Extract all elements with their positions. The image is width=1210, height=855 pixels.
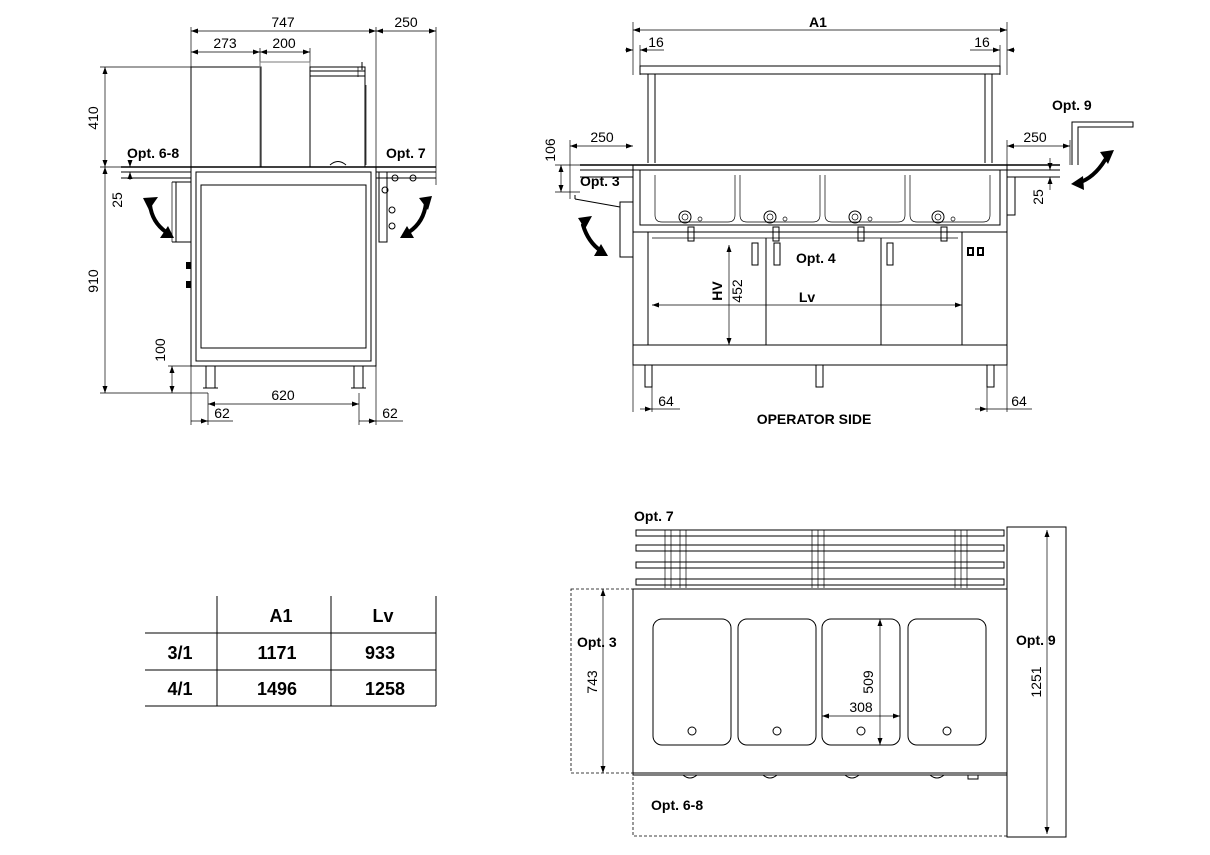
dim-250-right: 250 [1023, 129, 1047, 145]
dim-25: 25 [109, 192, 125, 208]
dim-452: 452 [729, 279, 745, 303]
dim-100: 100 [152, 338, 168, 362]
table-cell: 1171 [257, 643, 296, 663]
plan-view: 509 308 743 1251 Opt. 7 Opt. 3 Opt. 9 Op… [570, 508, 1067, 838]
dim-16-right: 16 [974, 34, 990, 50]
front-view: A1 16 16 [542, 14, 1134, 427]
dim-747: 747 [271, 14, 295, 30]
label-opt-6-8: Opt. 6-8 [127, 145, 179, 161]
label-opt-7: Opt. 7 [386, 145, 426, 161]
dim-lv: Lv [799, 289, 816, 305]
label-opt-3-plan: Opt. 3 [577, 634, 617, 650]
dim-1251: 1251 [1028, 666, 1044, 697]
dim-62-right: 62 [382, 405, 398, 421]
dim-743: 743 [584, 670, 600, 694]
caption-operator-side: OPERATOR SIDE [757, 411, 872, 427]
label-opt-7-plan: Opt. 7 [634, 508, 674, 524]
dim-25-front: 25 [1030, 189, 1046, 205]
dim-308: 308 [849, 699, 873, 715]
dimension-table: A1 Lv 3/1 1171 933 4/1 1496 1258 [145, 596, 437, 707]
table-header-a1: A1 [269, 606, 292, 626]
dim-620: 620 [271, 387, 295, 403]
dim-16-left: 16 [648, 34, 664, 50]
dim-410: 410 [85, 106, 101, 130]
dim-a1: A1 [809, 14, 827, 30]
table-cell: 1258 [365, 679, 405, 699]
dim-250-top: 250 [394, 14, 418, 30]
table-cell: 1496 [257, 679, 297, 699]
dim-250-left: 250 [590, 129, 614, 145]
label-opt-6-8-plan: Opt. 6-8 [651, 797, 703, 813]
table-cell: 4/1 [167, 679, 192, 699]
dim-200: 200 [272, 35, 296, 51]
dim-910: 910 [85, 269, 101, 293]
dim-106: 106 [542, 138, 558, 162]
label-opt-3-front: Opt. 3 [580, 173, 620, 189]
dim-62-left: 62 [214, 405, 230, 421]
dim-273: 273 [213, 35, 237, 51]
dim-509: 509 [860, 670, 876, 694]
table-header-lv: Lv [372, 606, 393, 626]
dim-64-left: 64 [658, 393, 674, 409]
dim-64-right: 64 [1011, 393, 1027, 409]
table-cell: 3/1 [167, 643, 192, 663]
label-opt-9-front: Opt. 9 [1052, 97, 1092, 113]
label-opt-9-plan: Opt. 9 [1016, 632, 1056, 648]
label-opt-4: Opt. 4 [796, 250, 836, 266]
table-cell: 933 [365, 643, 395, 663]
dim-hv: HV [709, 281, 725, 301]
side-view: 747 250 273 200 410 910 25 100 [85, 14, 437, 425]
